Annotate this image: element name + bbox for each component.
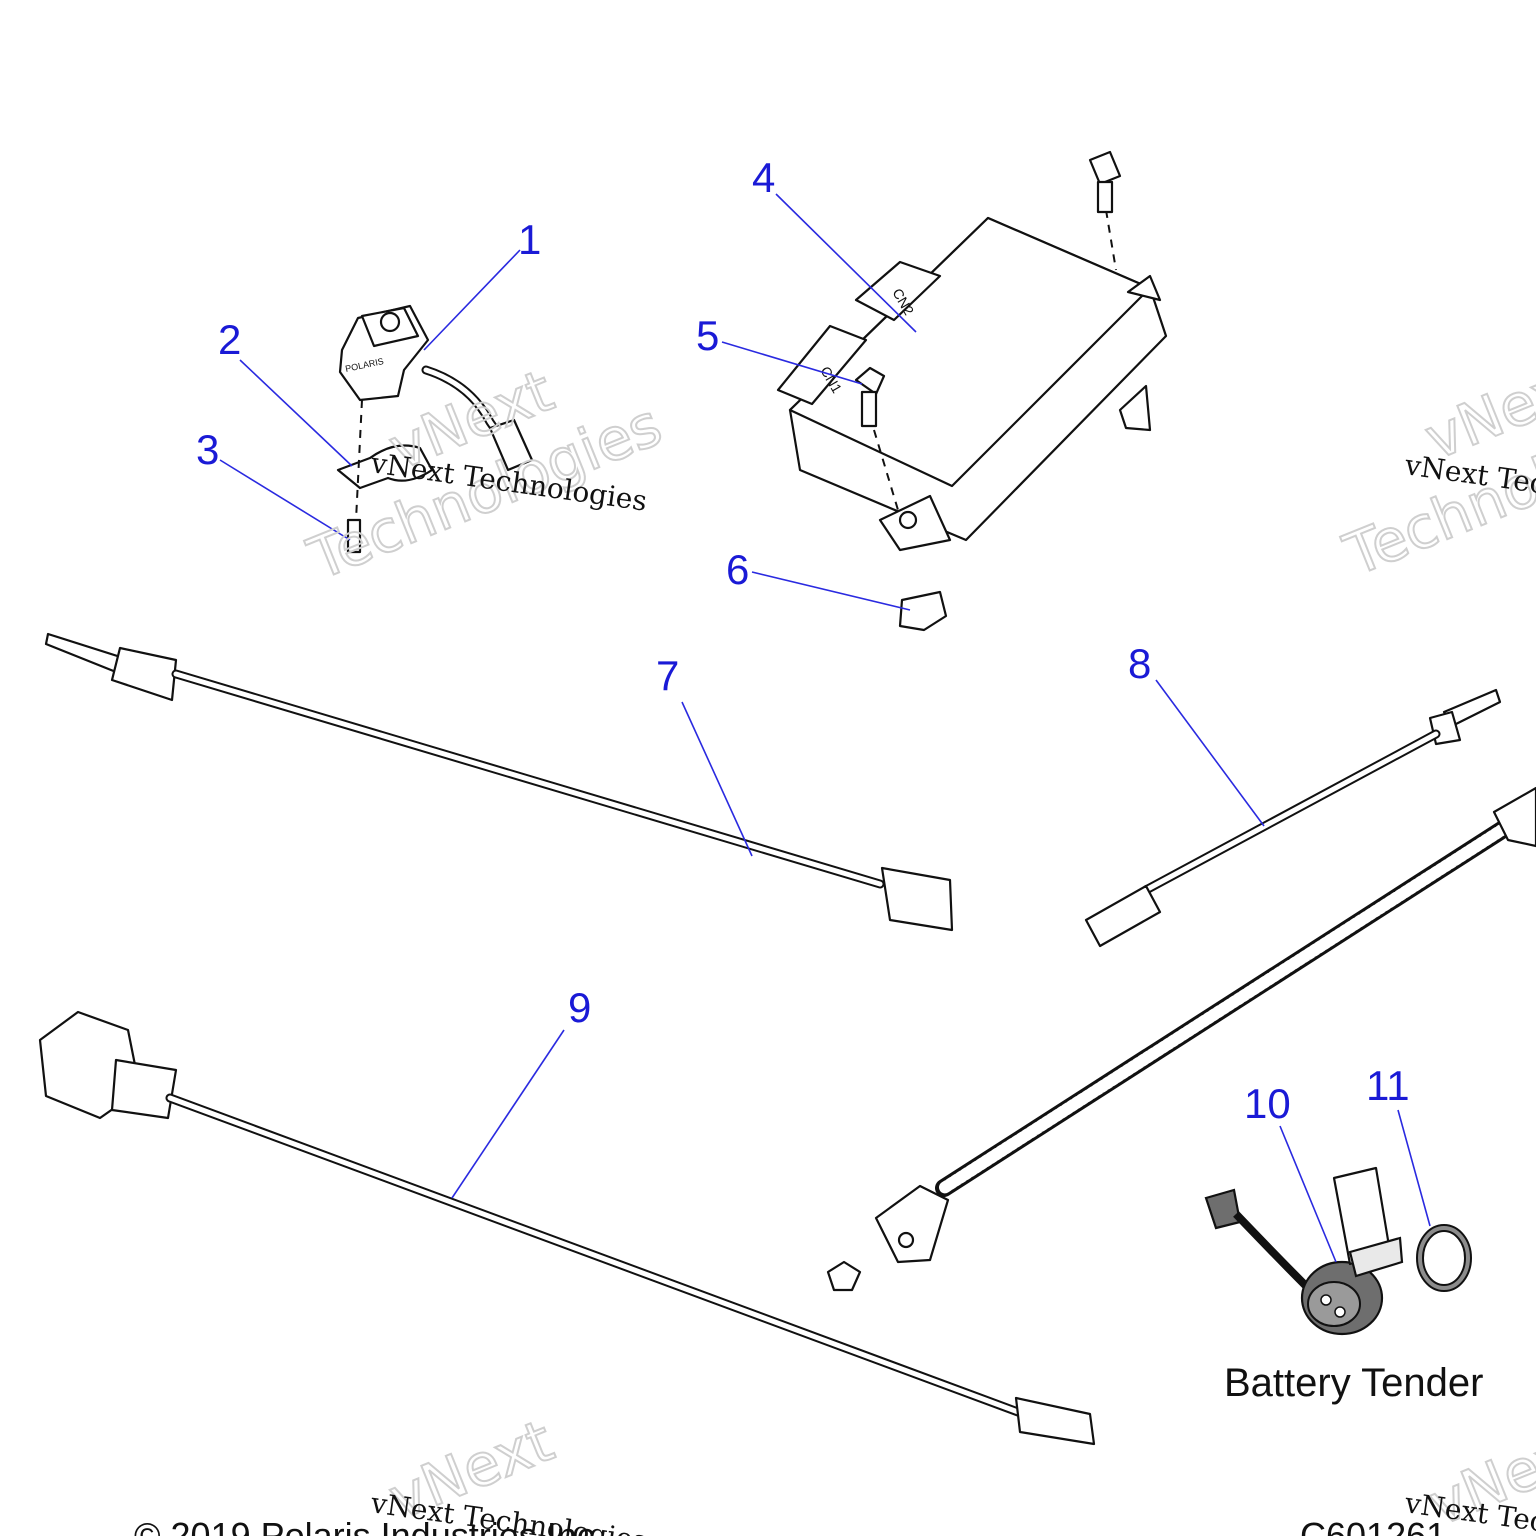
callout-6: 6: [726, 546, 749, 593]
callout-10: 10: [1244, 1080, 1291, 1127]
callout-1: 1: [518, 216, 541, 263]
callout-9: 9: [568, 984, 591, 1031]
battery-tender-caption: Battery Tender: [1224, 1361, 1483, 1405]
part-7-sensor-cable: [44, 632, 954, 932]
callout-2: 2: [218, 316, 241, 363]
speed-sensor-harness: [826, 786, 1536, 1292]
callout-3: 3: [196, 426, 219, 473]
part-2-clamp: [336, 444, 434, 490]
part-9-tps-sensor: [38, 1010, 1096, 1446]
part-4-module: CN1 CN2: [776, 150, 1168, 552]
leader-lines: [219, 193, 1431, 1263]
part-3-screw: [346, 399, 363, 554]
watermark-right: vNext Technologies vNext Technologies: [1334, 345, 1536, 590]
part-8-sensor-cable: [1084, 688, 1502, 948]
part-10-battery-tender-plug: [1204, 1166, 1404, 1336]
callout-4: 4: [752, 154, 775, 201]
callout-7: 7: [656, 652, 679, 699]
diagram-code: C601261: [1300, 1515, 1446, 1536]
callout-8: 8: [1128, 640, 1151, 687]
callout-labels: 1 2 3 4 5 6 7 8 9 10 11: [196, 154, 1410, 1127]
callout-5: 5: [696, 312, 719, 359]
part-11-o-ring: [1416, 1224, 1472, 1292]
part-1-switch: POLARIS: [338, 304, 534, 472]
callout-11: 11: [1366, 1062, 1410, 1109]
part-5-bolt: [854, 366, 899, 511]
copyright-text: © 2019 Polaris Industries Inc.: [134, 1515, 605, 1536]
part-6-clip: [898, 590, 948, 632]
